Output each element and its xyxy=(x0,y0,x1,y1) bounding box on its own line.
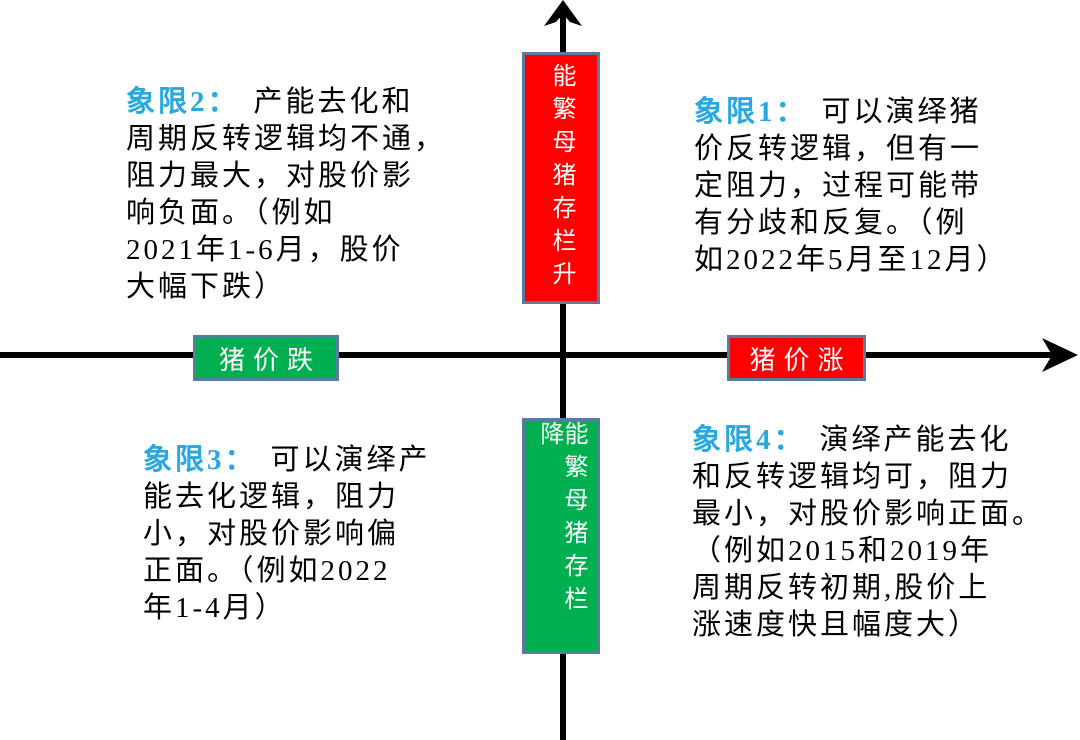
quadrant-4-label: 象限4： xyxy=(692,424,806,456)
quadrant-3-body: 可以演绎产 能去化逻辑，阻力 小，对股价影响偏 正面。（例如2022 年1-4月… xyxy=(143,444,431,624)
quadrant-4-text: 象限4：演绎产能去化 和反转逻辑均可，阻力 最小，对股价影响正面。 （例如201… xyxy=(692,422,1080,644)
y-axis-line xyxy=(560,14,566,740)
quadrant-3-text: 象限3：可以演绎产 能去化逻辑，阻力 小，对股价影响偏 正面。（例如2022 年… xyxy=(143,442,515,627)
quadrant-1-label: 象限1： xyxy=(694,96,808,128)
pig-price-down-box: 猪价跌 xyxy=(193,335,339,381)
y-axis-arrow-up-icon xyxy=(544,0,582,26)
pig-price-down-label: 猪价跌 xyxy=(218,345,321,375)
pig-price-up-box: 猪价涨 xyxy=(727,335,866,381)
quadrant-1-text: 象限1：可以演绎猪 价反转逻辑，但有一 定阻力，过程可能带 有分歧和反复。（例 … xyxy=(694,94,1080,279)
sow-inventory-down-box: 能繁母猪存栏降 xyxy=(522,418,600,654)
sow-inventory-down-label: 能繁母猪存栏降 xyxy=(536,421,586,619)
x-axis-arrow-right-icon xyxy=(1042,338,1078,372)
quadrant-2-text: 象限2：产能去化和 周期反转逻辑均不通， 阻力最大，对股价影 响负面。（例如 2… xyxy=(126,84,524,306)
quadrant-4-body: 演绎产能去化 和反转逻辑均可，阻力 最小，对股价影响正面。 （例如2015和20… xyxy=(692,424,1045,641)
x-axis-line xyxy=(0,352,1056,358)
sow-inventory-up-label: 能繁母猪存栏升 xyxy=(548,62,574,294)
pig-price-up-label: 猪价涨 xyxy=(749,345,852,375)
quadrant-2-body: 产能去化和 周期反转逻辑均不通， 阻力最大，对股价影 响负面。（例如 2021年… xyxy=(126,86,447,303)
quadrant-2-label: 象限2： xyxy=(126,86,240,118)
quadrant-3-label: 象限3： xyxy=(143,444,257,476)
quadrant-1-body: 可以演绎猪 价反转逻辑，但有一 定阻力，过程可能带 有分歧和反复。（例 如202… xyxy=(694,96,1009,276)
sow-inventory-up-box: 能繁母猪存栏升 xyxy=(522,52,600,304)
